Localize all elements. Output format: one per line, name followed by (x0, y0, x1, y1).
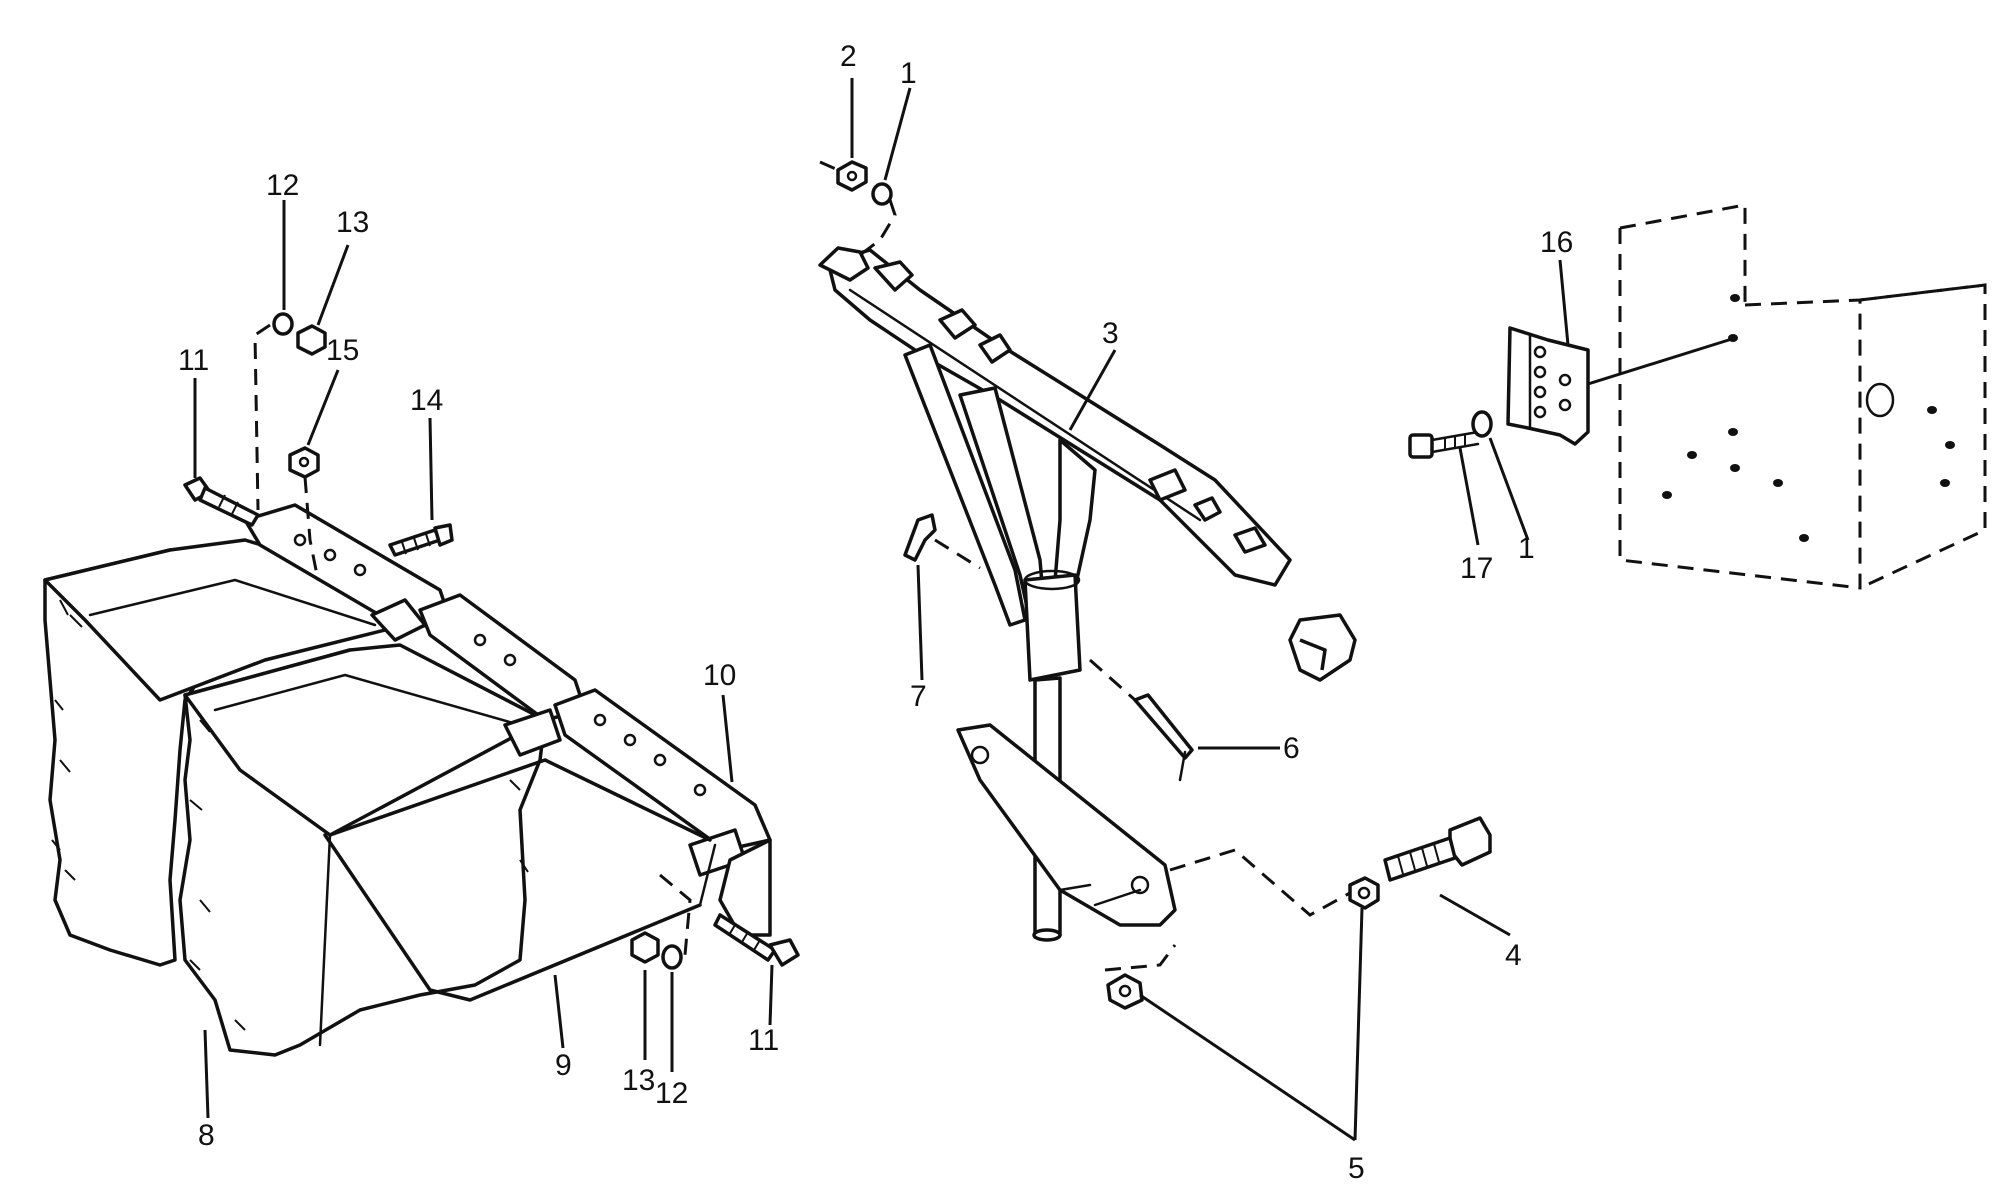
washer-12-bottom (661, 944, 683, 970)
callout-12-bottom: 12 (655, 1077, 688, 1110)
callout-14: 14 (410, 384, 443, 417)
nut-15 (288, 446, 320, 479)
bolt-4 (1383, 816, 1492, 882)
callout-16: 16 (1540, 226, 1573, 259)
grass-bag-8-left (43, 538, 412, 967)
nut-5-upper (1348, 876, 1380, 910)
callout-labels: 2 1 3 16 17 1 12 13 15 11 14 10 7 6 4 9 … (178, 40, 1573, 1185)
bolt-11-right (713, 913, 800, 967)
callout-11-top: 11 (178, 344, 209, 377)
grass-bag-8-right (178, 643, 547, 1057)
nut-13-top (296, 324, 327, 356)
callout-6: 6 (1283, 732, 1300, 765)
callout-8: 8 (198, 1119, 215, 1152)
hitch-pin-6 (1089, 658, 1194, 782)
callout-4: 4 (1505, 939, 1522, 972)
callout-12-top: 12 (266, 169, 299, 202)
support-rod-9 (323, 758, 717, 1002)
callout-15: 15 (326, 334, 359, 367)
hitch-pin-7 (903, 513, 981, 570)
frame-3 (818, 246, 1357, 942)
leader-lines (193, 78, 1570, 1142)
washer-1-right (1471, 410, 1493, 438)
nut-2 (836, 160, 868, 192)
nut-5-lower (1106, 973, 1144, 1010)
engine-housing-outline (1618, 203, 1987, 590)
washer-1-top (871, 182, 893, 206)
bolt-11-left (183, 476, 260, 527)
callout-13-top: 13 (336, 206, 369, 239)
callout-9: 9 (555, 1049, 572, 1082)
callout-13-bottom: 13 (622, 1064, 655, 1097)
washer-12-top (272, 312, 294, 336)
bolt-17 (1408, 430, 1480, 459)
bag-frame-rail-10 (243, 503, 772, 937)
callout-11-bottom: 11 (748, 1024, 779, 1057)
callout-7: 7 (910, 680, 927, 713)
callout-2: 2 (840, 40, 857, 73)
callout-17: 17 (1460, 552, 1493, 585)
mounting-bracket-16 (1506, 326, 1736, 446)
callout-3: 3 (1102, 317, 1119, 350)
callout-5: 5 (1348, 1152, 1365, 1185)
bolt-14 (388, 523, 454, 557)
callout-1-right: 1 (1518, 532, 1535, 565)
nut-13-bottom (630, 931, 660, 964)
callout-1-top: 1 (900, 57, 917, 90)
callout-10: 10 (703, 659, 736, 692)
